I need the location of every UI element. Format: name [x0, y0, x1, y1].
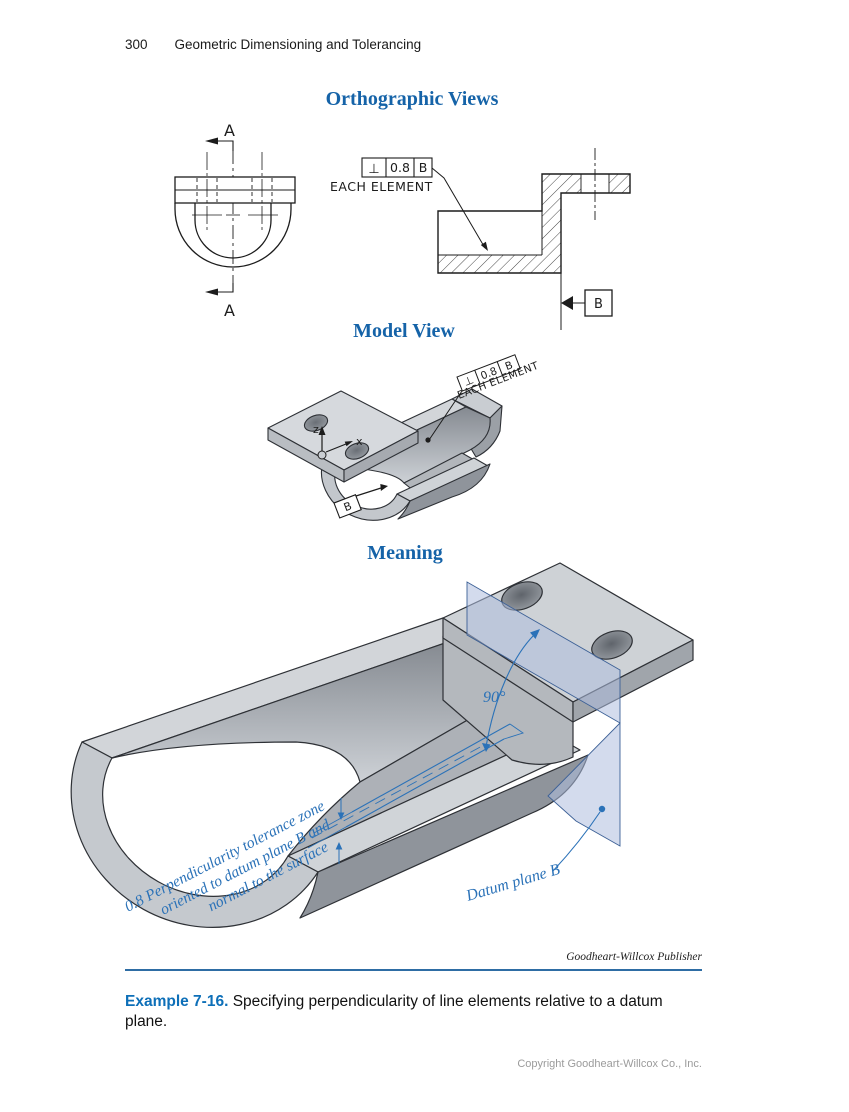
datum-triangle: [561, 296, 573, 310]
page-number: 300: [125, 37, 148, 52]
section-hatching: [438, 174, 630, 273]
each-element-note: EACH ELEMENT: [330, 179, 433, 194]
z-axis-arrow: [318, 426, 326, 435]
example-label: Example 7-16.: [125, 992, 229, 1010]
hole-centerlines: [192, 152, 278, 233]
flange-hole-2: [344, 442, 370, 460]
model-view-figure: z x ⊥ 0.8 B EACH ELEMENT B: [267, 354, 541, 521]
block-front-face: [442, 635, 574, 765]
leader-arrowhead: [480, 241, 488, 251]
channel-inner-arc: [194, 203, 272, 259]
flange-hole-2: [591, 630, 633, 660]
publisher-credit: Goodheart-Willcox Publisher: [566, 951, 702, 963]
section-arrow-top: [205, 137, 218, 145]
section-view-drawing: ⊥ 0.8 B EACH ELEMENT B: [330, 148, 631, 330]
cylinder-front-face: [70, 741, 319, 928]
datum-flag-letter: B: [594, 297, 603, 312]
section-letter-top: A: [224, 121, 235, 140]
zone-width-arrow-down: [337, 812, 345, 820]
meaning-figure: 90° 0.8 Perpendicularity tolerance zone …: [70, 562, 694, 928]
x-axis-arrow: [344, 441, 353, 447]
fcf-leader-line: [428, 390, 463, 441]
orthographic-views-figure: A A: [174, 121, 631, 330]
datum-plane-label: Datum plane B: [463, 861, 562, 905]
model-datum-flag: B: [333, 484, 388, 519]
hidden-hole-lines: [196, 178, 273, 202]
feature-control-frame: ⊥ 0.8 B: [361, 157, 433, 178]
datum-flag-letter: B: [342, 499, 354, 514]
running-header: 300 Geometric Dimensioning and Tolerancin…: [125, 37, 421, 52]
channel-outer-arc: [174, 203, 292, 268]
fcf-tolerance-value: 0.8: [479, 365, 499, 382]
tolerance-zone-centerline: [311, 744, 485, 839]
fcf-datum-reference: B: [419, 160, 428, 175]
axis-triad: z x: [313, 423, 363, 460]
datum-feature-symbol: B: [560, 273, 613, 330]
fcf-datum-reference: B: [504, 359, 515, 373]
caption-text: Specifying perpendicularity of line elem…: [125, 992, 663, 1030]
angle-arc: [485, 632, 537, 748]
fcf-tolerance-value: 0.8: [390, 160, 410, 175]
orthographic-views-heading: Orthographic Views: [325, 88, 499, 110]
datum-plane-leader: [552, 811, 601, 872]
zone-width-arrow-up: [335, 842, 343, 850]
model-part-body: [267, 388, 503, 521]
leader-dot: [598, 805, 606, 813]
angle-label: 90°: [483, 689, 506, 706]
x-axis-label: x: [356, 435, 363, 448]
meaning-heading: Meaning: [367, 542, 443, 564]
cylinder-outer-surface: [397, 463, 491, 520]
front-view-drawing: A A: [174, 121, 296, 320]
figure-caption: Example 7-16. Specifying perpendicularit…: [125, 992, 705, 1033]
datum-plane: [466, 581, 621, 847]
model-feature-control-frame: ⊥ 0.8 B: [456, 354, 521, 392]
section-arrow-bottom: [205, 288, 218, 296]
section-letter-bottom: A: [224, 301, 235, 320]
perpendicularity-symbol: ⊥: [462, 373, 476, 389]
meaning-annotations: [307, 629, 606, 872]
leader-dot: [425, 437, 431, 443]
caption-divider: [125, 969, 702, 971]
tolerance-zone-line-1: [351, 723, 511, 813]
section-outline: [437, 173, 631, 274]
tolerance-zone-line-2: [345, 738, 505, 828]
copyright-notice: Copyright Goodheart-Willcox Co., Inc.: [517, 1058, 702, 1070]
z-axis-label: z: [313, 423, 319, 436]
running-head-title: Geometric Dimensioning and Tolerancing: [174, 37, 422, 52]
fcf-leader-line: [431, 167, 486, 249]
perpendicularity-symbol: ⊥: [368, 162, 379, 177]
datum-arrowhead: [380, 484, 388, 491]
model-view-heading: Model View: [353, 320, 455, 342]
